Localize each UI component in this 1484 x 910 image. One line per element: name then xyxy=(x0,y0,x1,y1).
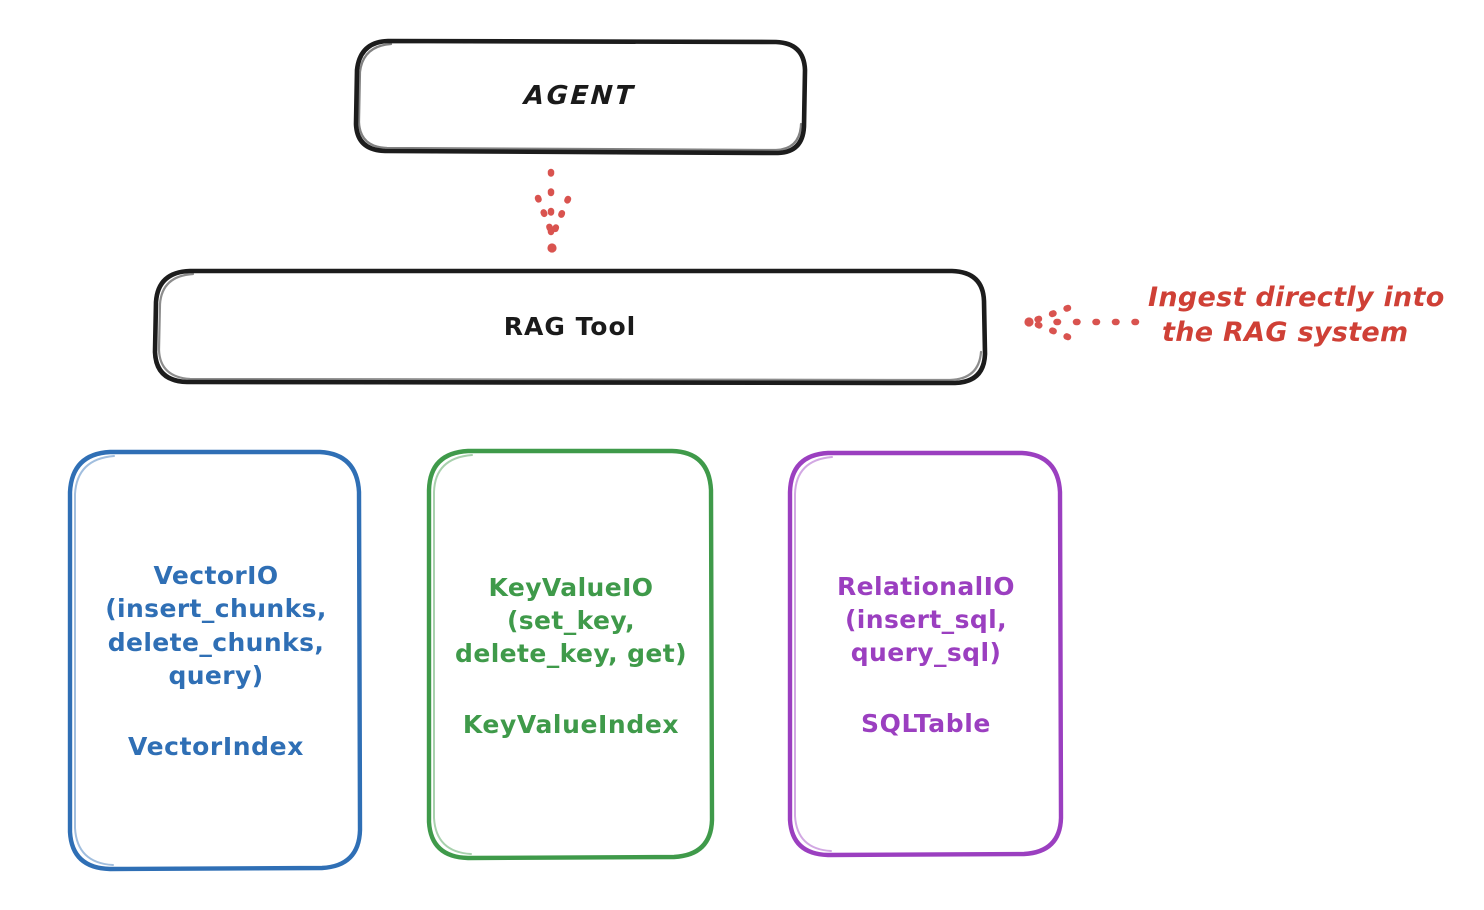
annotation-ingest-line-1: Ingest directly into xyxy=(1148,282,1445,313)
node-rag-tool[interactable]: RAG Tool xyxy=(155,270,985,383)
annotation-ingest: Ingest directly into the RAG system xyxy=(1148,281,1478,350)
node-agent-label: AGENT xyxy=(523,80,637,111)
connector-agent-to-rag-tool xyxy=(534,168,572,253)
node-relational-io-label: RelationalIO (insert_sql, query_sql) xyxy=(837,571,1015,668)
node-relational-io[interactable]: RelationalIO (insert_sql, query_sql) SQL… xyxy=(790,452,1062,856)
node-rag-tool-label: RAG Tool xyxy=(503,311,637,341)
agent-box-outline xyxy=(353,38,808,156)
node-relational-io-index-label: SQLTable xyxy=(861,709,991,739)
node-vector-io[interactable]: VectorIO (insert_chunks, delete_chunks, … xyxy=(70,450,362,870)
node-key-value-io-index-label: KeyValueIndex xyxy=(462,710,680,740)
node-vector-io-label: VectorIO (insert_chunks, delete_chunks, … xyxy=(105,561,327,690)
node-key-value-io-label: KeyValueIO (set_key, delete_key, get) xyxy=(455,572,687,669)
node-key-value-io[interactable]: KeyValueIO (set_key, delete_key, get) Ke… xyxy=(428,450,714,860)
node-vector-io-index-label: VectorIndex xyxy=(128,732,304,761)
annotation-ingest-line-2: the RAG system xyxy=(1162,316,1409,348)
connector-annotation-to-rag-tool xyxy=(1024,304,1140,341)
relational-io-box-outline xyxy=(787,450,1064,858)
node-agent[interactable]: AGENT xyxy=(355,40,805,153)
key-value-io-box-outline xyxy=(426,448,715,861)
rag-tool-box-outline xyxy=(152,268,988,386)
vector-io-box-outline xyxy=(67,449,363,872)
